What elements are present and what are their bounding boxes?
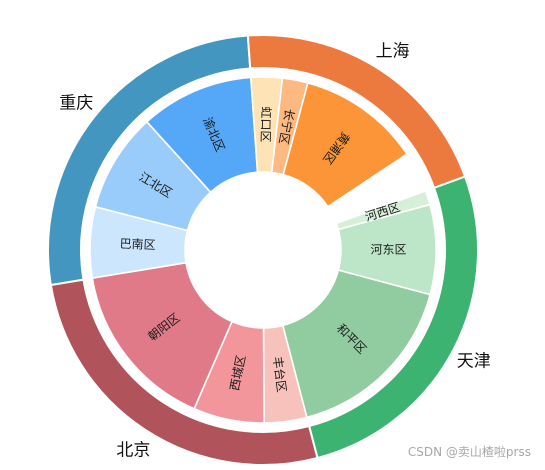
labels: 天津北京重庆上海河西区河东区和平区丰台区西城区朝阳区巴南区江北区渝北区虹口区长宁… — [59, 41, 491, 460]
outer-label-天津: 天津 — [457, 351, 491, 371]
outer-label-重庆: 重庆 — [59, 93, 93, 113]
outer-label-上海: 上海 — [376, 41, 410, 61]
outer-slice-上海[interactable] — [246, 34, 467, 190]
inner-slice-和平区[interactable] — [281, 269, 432, 419]
inner-ring — [89, 76, 437, 424]
outer-ring — [47, 34, 479, 466]
outer-label-北京: 北京 — [116, 441, 150, 461]
watermark: CSDN @卖山楂啦prss — [407, 445, 531, 459]
inner-slice-朝阳区[interactable] — [91, 261, 234, 410]
inner-slice-blank[interactable] — [326, 152, 427, 225]
inner-label-河东区: 河东区 — [370, 243, 406, 257]
inner-label-虹口区: 虹口区 — [258, 106, 273, 142]
inner-label-丰台区: 丰台区 — [270, 356, 290, 394]
inner-label-长宁区: 长宁区 — [276, 108, 297, 146]
inner-label-巴南区: 巴南区 — [119, 236, 156, 253]
